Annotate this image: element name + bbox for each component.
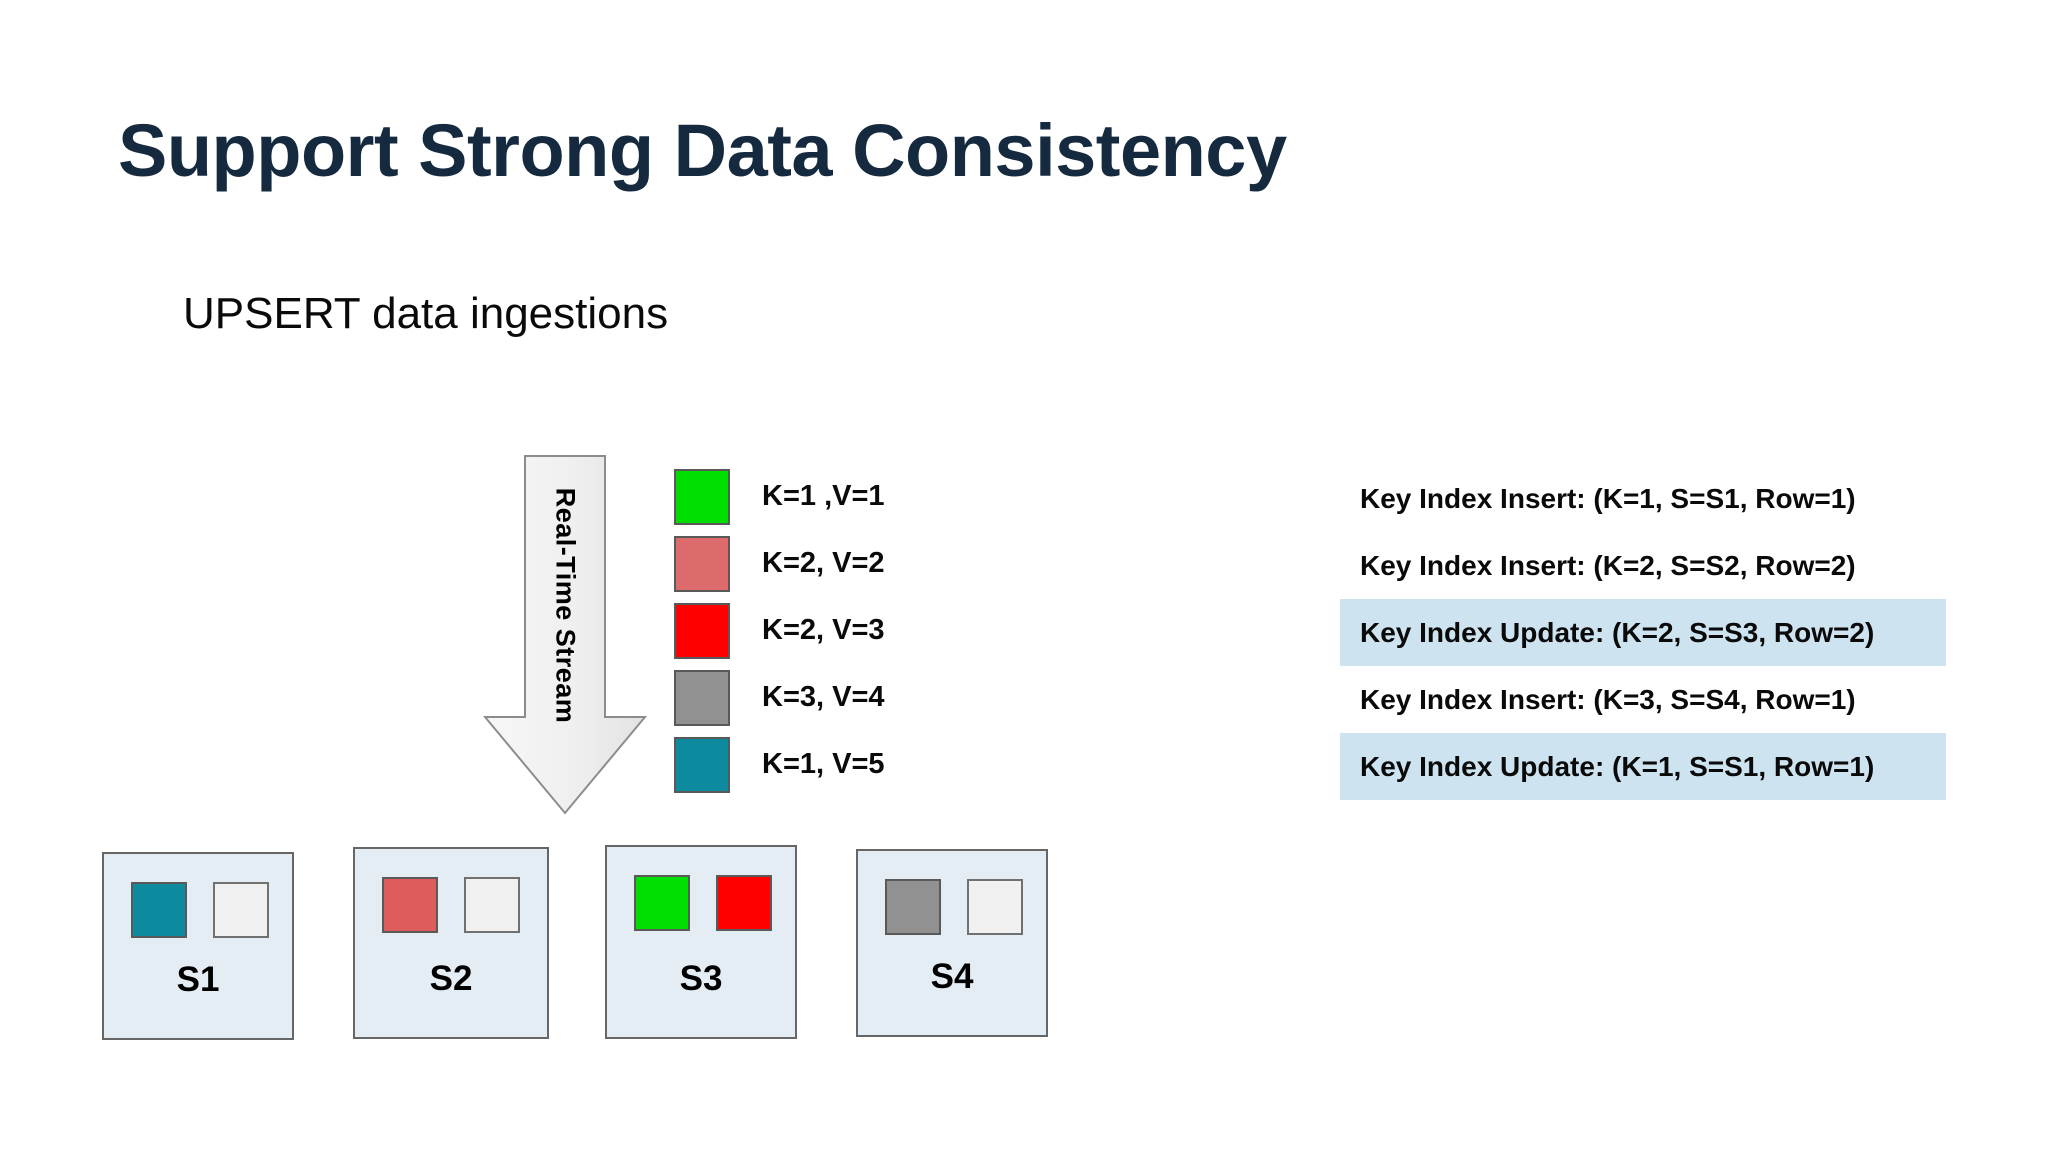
segment-label-s4: S4: [930, 957, 974, 996]
segment-cell-filled: [885, 879, 941, 935]
segment-label-s3: S3: [679, 959, 723, 998]
segment-cell-filled: [131, 882, 187, 938]
legend-swatch-5: [674, 736, 730, 793]
segment-cells: [634, 875, 772, 931]
segment-cell-filled: [634, 875, 690, 931]
segment-box-s2: S2: [353, 847, 549, 1039]
segment-cell-empty: [967, 879, 1023, 935]
legend-label-3: K=2, V=3: [762, 614, 885, 646]
page-title: Support Strong Data Consistency: [118, 109, 1287, 192]
segment-cell-filled: [716, 875, 772, 931]
legend-swatch-2: [674, 535, 730, 592]
legend-swatch-3: [674, 602, 730, 659]
segment-label-s2: S2: [429, 959, 473, 998]
segment-label-s1: S1: [176, 960, 220, 999]
segment-box-s4: S4: [856, 849, 1048, 1037]
legend-label-4: K=3, V=4: [762, 681, 885, 713]
key-index-log-entry: Key Index Insert: (K=1, S=S1, Row=1): [1360, 482, 1856, 514]
key-index-log-entry-highlighted: Key Index Update: (K=2, S=S3, Row=2): [1340, 599, 1946, 666]
key-index-log-entry-highlighted: Key Index Update: (K=1, S=S1, Row=1): [1340, 733, 1946, 800]
legend-swatch-4: [674, 669, 730, 726]
legend-label-1: K=1 ,V=1: [762, 480, 885, 512]
key-index-log-entry: Key Index Insert: (K=3, S=S4, Row=1): [1360, 683, 1856, 715]
slide-subtitle: UPSERT data ingestions: [183, 289, 669, 338]
key-index-log: Key Index Insert: (K=1, S=S1, Row=1) Key…: [1340, 465, 1946, 800]
legend-label-2: K=2, V=2: [762, 547, 885, 579]
real-time-stream-arrow: [483, 455, 647, 815]
legend-item: K=1 ,V=1: [674, 463, 885, 530]
record-legend: K=1 ,V=1 K=2, V=2 K=2, V=3 K=3, V=4 K=1,…: [674, 463, 885, 798]
segment-box-s1: S1: [102, 852, 294, 1040]
segment-cell-empty: [464, 877, 520, 933]
legend-item: K=2, V=3: [674, 597, 885, 664]
segment-cell-filled: [382, 877, 438, 933]
segment-cells: [382, 877, 520, 933]
legend-item: K=2, V=2: [674, 530, 885, 597]
segment-cell-empty: [213, 882, 269, 938]
segment-cells: [131, 882, 269, 938]
key-index-log-entry: Key Index Insert: (K=2, S=S2, Row=2): [1360, 549, 1856, 581]
down-arrow-icon: [483, 455, 647, 815]
legend-item: K=3, V=4: [674, 664, 885, 731]
segment-box-s3: S3: [605, 845, 797, 1039]
legend-item: K=1, V=5: [674, 731, 885, 798]
legend-swatch-1: [674, 468, 730, 525]
segment-cells: [885, 879, 1023, 935]
legend-label-5: K=1, V=5: [762, 748, 885, 780]
